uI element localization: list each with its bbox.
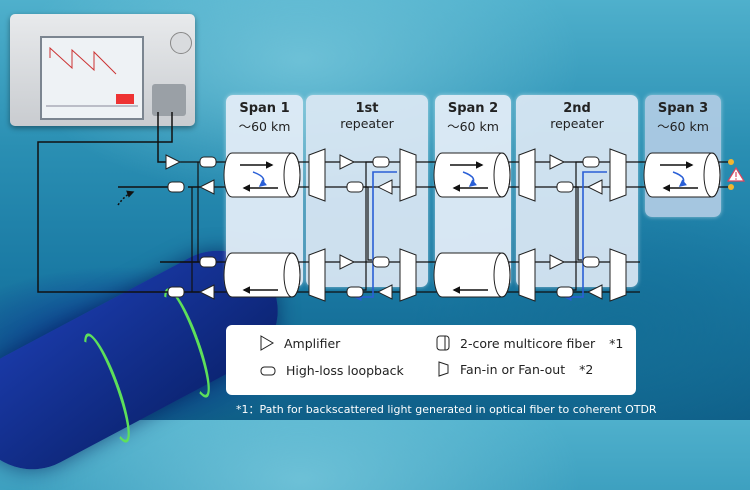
otdr-instrument [10,14,195,126]
span2-fibers [433,152,511,298]
network-diagram [37,112,746,302]
loopback-icon [556,286,574,298]
amplifier-icon [377,179,393,195]
loopback-icon [556,181,574,193]
loopback-icon [582,156,600,168]
legend-amplifier: Amplifier [260,335,340,351]
amplifier-icon [549,154,565,170]
footnote: *1：Path for backscattered light generate… [236,403,657,416]
loopback-icon [199,256,217,268]
legend-fan-label: Fan-in or Fan-out [460,361,566,377]
legend-fan: Fan-in or Fan-out *2 [438,361,593,377]
repeater2-label: repeater [550,116,604,131]
amplifier-icon [260,335,274,351]
span2-title: Span 2 [447,101,499,116]
terminal-vertical-links [191,162,199,292]
repeater1-label: repeater [340,116,394,131]
fan-in-out-icon [308,148,326,202]
loopback-icon [346,181,364,193]
multicore-fiber-icon [223,152,301,198]
fan-in-out-icon [518,148,536,202]
fan-in-out-icon [518,248,536,302]
repeater1-components [308,148,417,302]
legend-multicore: 2-core multicore fiber *1 [436,335,623,351]
span3-length: ～60 km [657,119,709,134]
legend-multicore-note: *1 [609,335,624,351]
instrument-ports [152,84,186,116]
instrument-cables [37,112,200,293]
amplifier-icon [587,284,603,300]
fault-point-icon [728,159,734,165]
amplifier-icon [587,179,603,195]
loopback-icon [372,156,390,168]
span2-length: ～60 km [447,119,499,134]
instrument-screen [40,36,144,120]
loopback-icon [582,256,600,268]
legend: Amplifier High-loss loopback 2-core mult… [226,325,636,395]
legend-loopback-label: High-loss loopback [286,363,404,378]
loopback-icon [167,286,185,298]
repeater1-title: 1st [355,101,379,116]
amplifier-icon [377,284,393,300]
loopback-icon [260,366,276,375]
otdr-trace [46,46,138,107]
multicore-fiber-icon [433,152,511,198]
legend-multicore-label: 2-core multicore fiber [460,335,596,351]
amplifier-icon [339,154,355,170]
span3-fibers [643,152,721,198]
fan-in-out-icon [399,148,417,202]
fan-in-out-icon [308,248,326,302]
fault-point-icon [728,184,734,190]
span1-title: Span 1 [239,101,290,116]
legend-amplifier-label: Amplifier [284,335,341,351]
amplifier-icon [549,254,565,270]
repeater2-components [518,148,627,302]
span1-fibers [223,152,301,298]
legend-fan-note: *2 [579,361,594,377]
warning-icon [726,166,746,182]
multicore-fiber-icon [643,152,721,198]
amplifier-icon [199,284,215,300]
loopback-icon [199,156,217,168]
fan-in-out-icon [609,148,627,202]
amplifier-icon [165,154,181,170]
legend-loopback: High-loss loopback [260,363,404,378]
repeater2-title: 2nd [563,101,591,116]
span3-title: Span 3 [657,101,709,116]
loopback-icon [346,286,364,298]
tap-dashed-arrow [117,190,135,206]
fan-in-out-icon [399,248,417,302]
fan-in-out-icon [609,248,627,302]
fan-in-out-icon [438,361,449,377]
amplifier-icon [339,254,355,270]
amplifier-icon [199,179,215,195]
multicore-fiber-icon [436,335,450,351]
span1-length: ～60 km [238,119,291,134]
loopback-icon [167,181,185,193]
loopback-icon [372,256,390,268]
instrument-knob [170,32,192,54]
